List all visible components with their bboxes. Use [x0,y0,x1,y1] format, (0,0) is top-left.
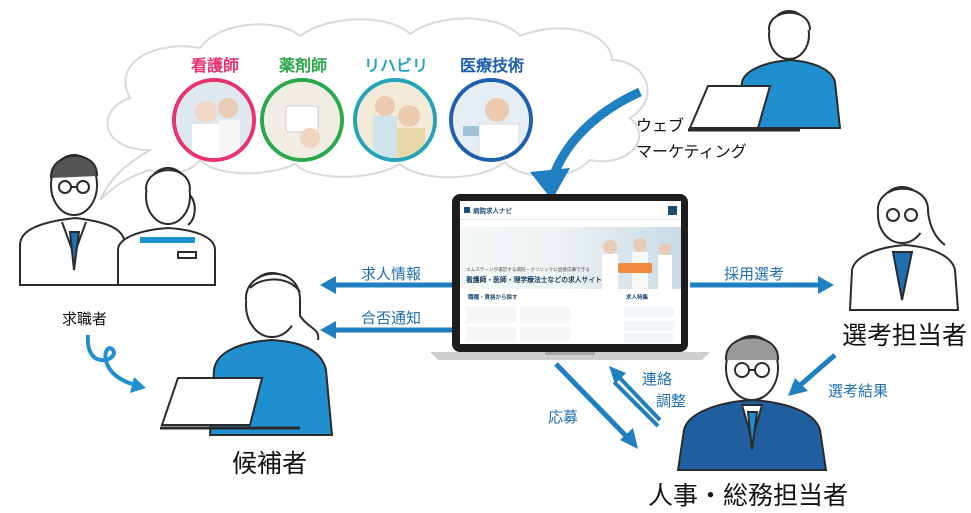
screen-menu-icon [668,205,677,215]
arrow-contact-up-head [609,366,626,384]
label-selector: 選考担当者 [842,321,968,350]
label-hr: 人事・総務担当者 [648,481,849,510]
label-selection: 採用選考 [724,265,785,283]
screen-news-label: 求人特集 [626,295,649,301]
label-job-info: 求人情報 [361,265,422,283]
label-web-marketing-1: ウェブ [636,116,685,135]
photo-pharmacist [260,78,344,162]
screen-header: 病院求人ナビ [460,201,681,220]
job-seeker-arrow [85,334,133,386]
arrow-result-notice-head [320,321,336,339]
job-seekers-illustration [19,154,216,286]
screen-logo: 病院求人ナビ [473,207,512,215]
arrow-selection-result [796,353,837,389]
job-label-nurse: 看護師 [190,56,239,75]
label-contact-1: 連絡 [642,370,673,388]
laptop-screen: 病院求人ナビ エムステージが運営する病院・クリニックに直接応募できる 看護師・医… [460,201,681,344]
candidate-illustration [160,272,334,436]
job-seeker-arrowhead [130,377,146,393]
label-contact-2: 調整 [656,392,687,410]
screen-logo-icon [464,207,470,213]
web-marketing-arrowhead [530,168,570,200]
arrow-apply-head [620,428,638,449]
job-label-rehab: リハビリ [363,56,428,75]
arrow-contact-down [612,380,660,428]
hr-illustration [676,335,828,471]
job-label-medtech: 医療技術 [459,56,524,75]
web-marketing-arrow [547,87,642,182]
marketer-illustration [688,10,842,132]
arrow-job-info-head [320,276,336,294]
arrow-contact-up [616,374,662,422]
label-apply: 応募 [548,408,579,426]
screen-lead: エムステージが運営する病院・クリニックに直接応募できる [466,268,590,273]
label-result-notice: 合否通知 [361,309,422,327]
arrow-selection-result-head [788,378,808,396]
arrow-selection-head [818,276,834,294]
photo-medtech [449,78,533,162]
photo-rehab [353,78,437,162]
selector-illustration [848,186,960,311]
label-job-seekers: 求職者 [62,310,108,328]
screen-cards [466,307,674,342]
screen-headline: 看護師・医師・理学療法士などの求人サイト [466,276,602,284]
photo-nurse [172,78,256,162]
screen-hero [460,227,681,289]
screen-search-label: 職種・資格から探す [468,295,518,301]
label-candidate: 候補者 [232,449,308,478]
label-selection-result: 選考結果 [828,382,889,400]
label-web-marketing-2: マーケティング [636,142,747,161]
arrow-apply [554,362,630,440]
job-label-pharmacist: 薬剤師 [278,56,327,75]
